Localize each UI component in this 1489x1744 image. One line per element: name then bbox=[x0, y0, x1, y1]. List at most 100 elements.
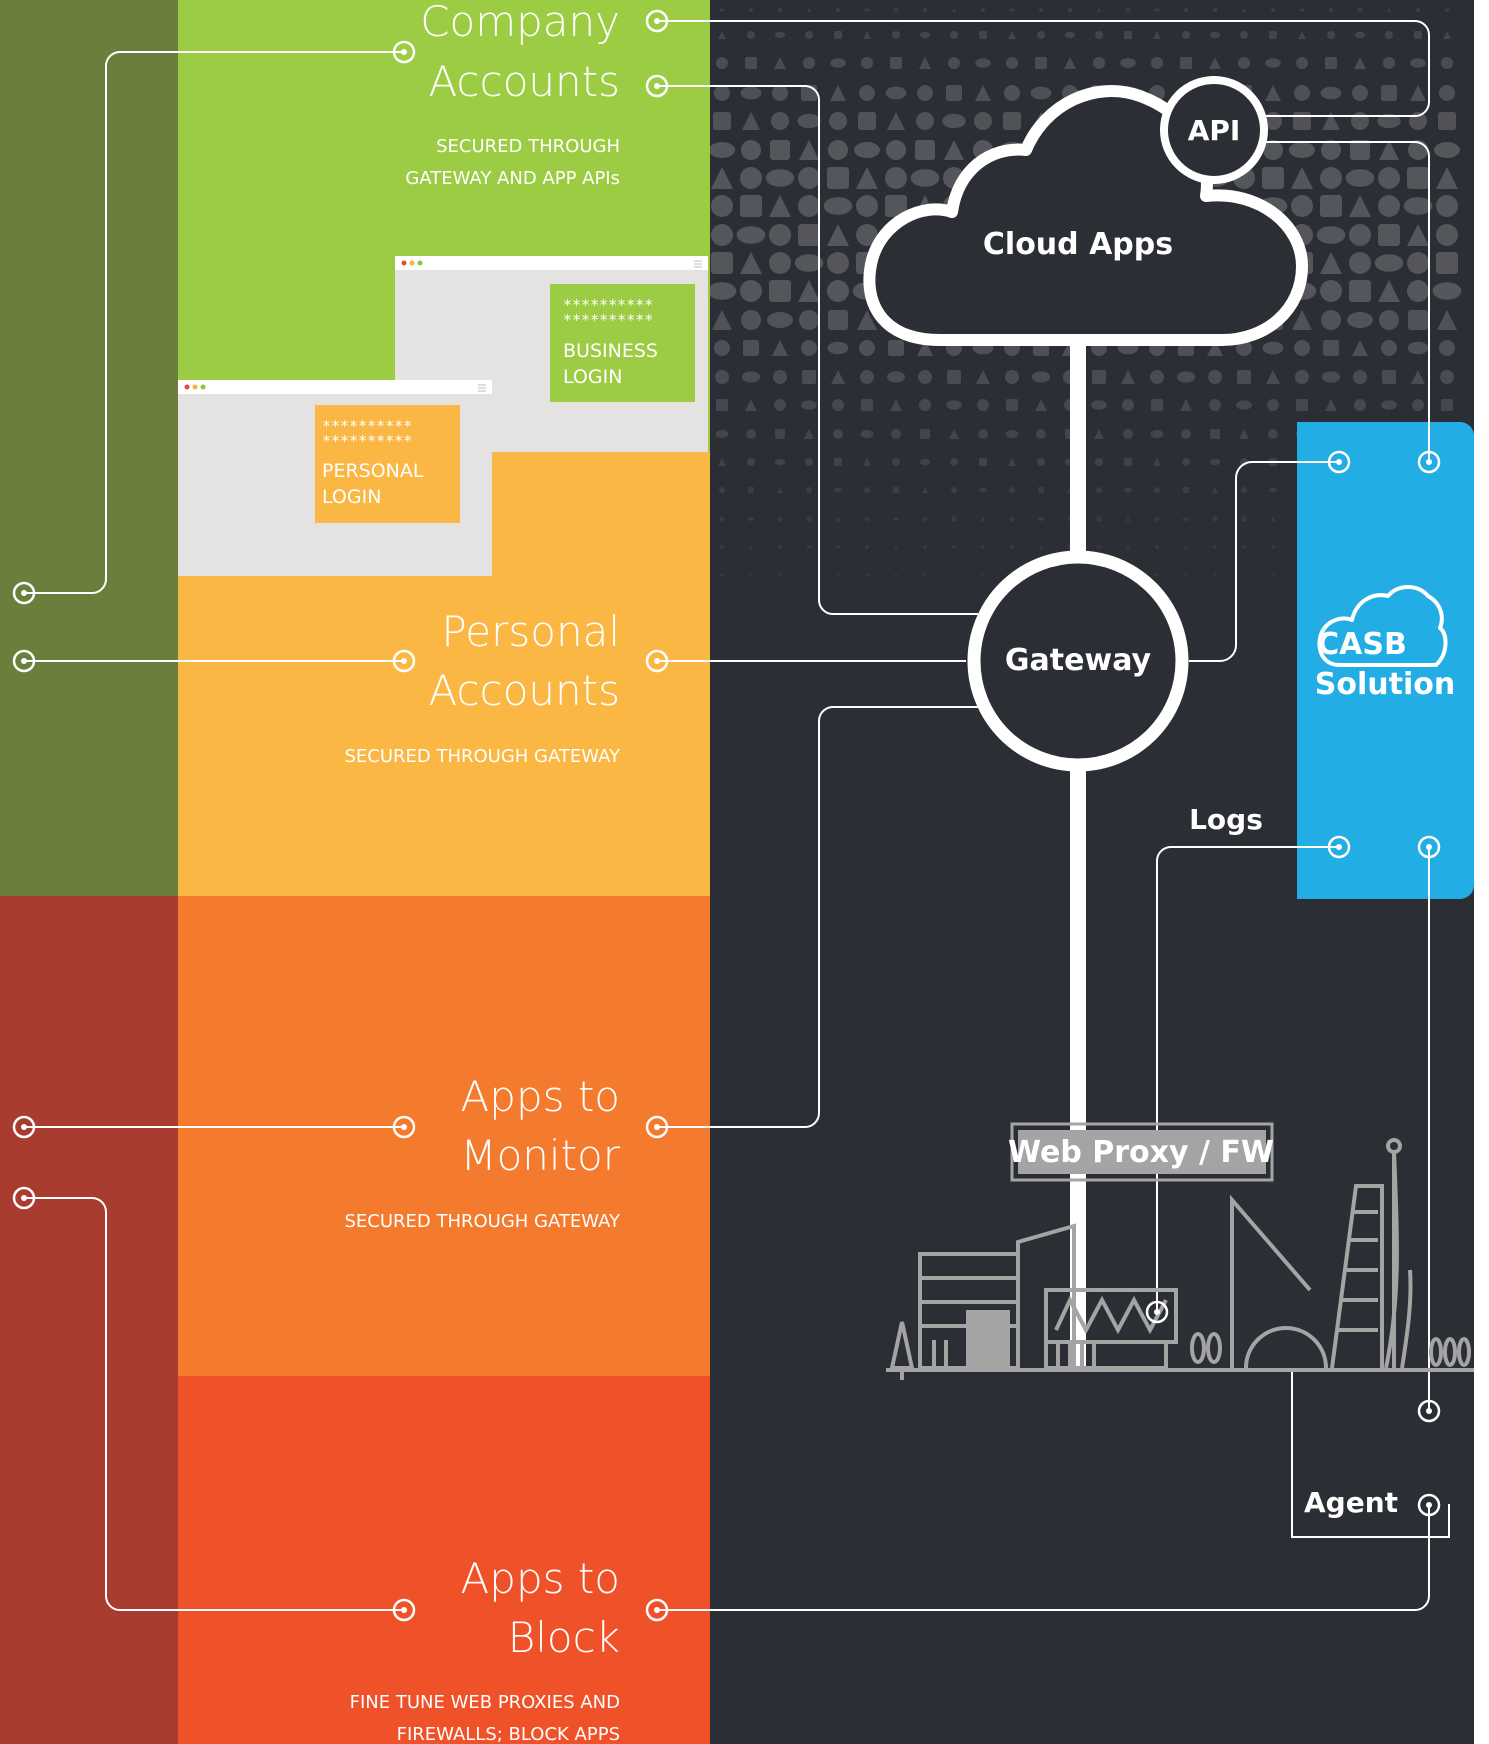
app-icon bbox=[777, 487, 783, 493]
logs-label: Logs bbox=[1189, 803, 1263, 836]
app-icon bbox=[1037, 31, 1045, 39]
port-center bbox=[401, 1124, 407, 1130]
app-icon bbox=[1176, 371, 1196, 383]
apps-monitor-text: Apps to Monitor SECURED THROUGH GATEWAY bbox=[344, 1072, 621, 1232]
port-center bbox=[654, 658, 660, 664]
app-icon bbox=[794, 254, 824, 272]
app-icon bbox=[769, 280, 791, 302]
gateway-label: Gateway bbox=[1005, 643, 1152, 678]
app-icon bbox=[886, 371, 906, 383]
port-center bbox=[654, 83, 660, 89]
section-title-line: Company bbox=[420, 0, 620, 46]
app-icon bbox=[1271, 545, 1275, 549]
app-icon bbox=[778, 573, 782, 577]
app-icon bbox=[799, 310, 819, 330]
app-icon bbox=[746, 429, 756, 439]
app-icon bbox=[949, 429, 959, 439]
app-icon bbox=[1265, 85, 1281, 101]
personal-login-stars: ********** bbox=[322, 417, 412, 435]
app-icon bbox=[1155, 573, 1159, 577]
port-center bbox=[1336, 459, 1342, 465]
app-icon bbox=[919, 399, 931, 411]
app-icon bbox=[806, 545, 812, 549]
app-icon bbox=[1241, 487, 1247, 493]
app-icon bbox=[981, 545, 985, 549]
app-icon bbox=[742, 112, 760, 130]
app-icon bbox=[736, 226, 766, 244]
app-icon bbox=[916, 112, 934, 130]
app-icon bbox=[975, 58, 991, 68]
app-icon bbox=[1180, 399, 1192, 411]
app-icon bbox=[1381, 400, 1397, 410]
app-icon bbox=[946, 85, 962, 101]
app-icon bbox=[801, 340, 817, 356]
app-icon bbox=[749, 8, 753, 12]
app-icon bbox=[740, 280, 762, 302]
app-icon bbox=[1354, 57, 1366, 69]
port-icon bbox=[645, 9, 669, 33]
app-icon bbox=[1270, 516, 1276, 522]
app-icon bbox=[1150, 370, 1164, 384]
app-icon bbox=[1124, 458, 1132, 466]
app-icon bbox=[1236, 400, 1252, 410]
app-icon bbox=[713, 112, 731, 130]
app-icon bbox=[1381, 340, 1397, 356]
app-icon bbox=[834, 31, 842, 39]
app-icon bbox=[974, 112, 992, 130]
app-icon bbox=[1006, 57, 1018, 69]
app-icon bbox=[1184, 545, 1188, 549]
app-icon bbox=[1266, 370, 1280, 384]
app-icon bbox=[865, 573, 869, 577]
app-icon bbox=[890, 57, 902, 69]
app-icon bbox=[830, 58, 846, 68]
app-icon bbox=[950, 458, 958, 466]
app-icon bbox=[777, 516, 783, 522]
app-icon bbox=[798, 280, 820, 302]
app-icon bbox=[769, 252, 791, 274]
port-center bbox=[21, 1124, 27, 1130]
app-icon bbox=[778, 545, 782, 549]
app-icon bbox=[1323, 340, 1339, 356]
port-icon bbox=[645, 1598, 669, 1622]
app-icon bbox=[1294, 85, 1310, 101]
app-icon bbox=[1181, 429, 1191, 439]
app-icon bbox=[1299, 8, 1305, 12]
app-icon bbox=[827, 167, 849, 189]
app-icon bbox=[980, 516, 986, 522]
app-icon bbox=[832, 399, 844, 411]
app-icon bbox=[915, 140, 935, 160]
app-icon bbox=[1008, 458, 1016, 466]
app-icon bbox=[1293, 112, 1311, 130]
app-icon bbox=[1379, 140, 1399, 160]
apps-block-text: Apps to Block FINE TUNE WEB PROXIES AND … bbox=[350, 1554, 620, 1744]
app-icon bbox=[720, 545, 724, 549]
app-icon bbox=[1095, 458, 1103, 466]
app-icon bbox=[1441, 399, 1453, 411]
port-center bbox=[401, 49, 407, 55]
port-icon bbox=[645, 74, 669, 98]
app-icon bbox=[1031, 371, 1051, 383]
app-icon bbox=[823, 197, 853, 215]
app-icon bbox=[1212, 516, 1218, 522]
app-icon bbox=[803, 57, 815, 69]
app-icon bbox=[1322, 112, 1340, 130]
personal-accounts-text: Personal Accounts SECURED THROUGH GATEWA… bbox=[344, 607, 621, 767]
city-skyline-icon bbox=[886, 1138, 1474, 1380]
app-icon bbox=[1267, 399, 1279, 411]
port-center bbox=[21, 1195, 27, 1201]
app-icon bbox=[716, 399, 728, 411]
app-icon bbox=[981, 573, 985, 577]
app-icon bbox=[775, 429, 785, 439]
personal-login-label: PERSONAL bbox=[322, 460, 424, 482]
app-icon bbox=[1374, 254, 1404, 272]
app-icon bbox=[1239, 429, 1249, 439]
app-icon bbox=[1345, 169, 1375, 187]
company-side-band bbox=[0, 0, 178, 896]
app-icon bbox=[1209, 458, 1221, 466]
port-icon bbox=[392, 40, 416, 64]
app-icon bbox=[749, 573, 753, 577]
app-icon bbox=[1350, 140, 1370, 160]
app-icon bbox=[1379, 310, 1399, 330]
app-icon bbox=[1352, 340, 1368, 356]
app-icon bbox=[887, 112, 905, 130]
